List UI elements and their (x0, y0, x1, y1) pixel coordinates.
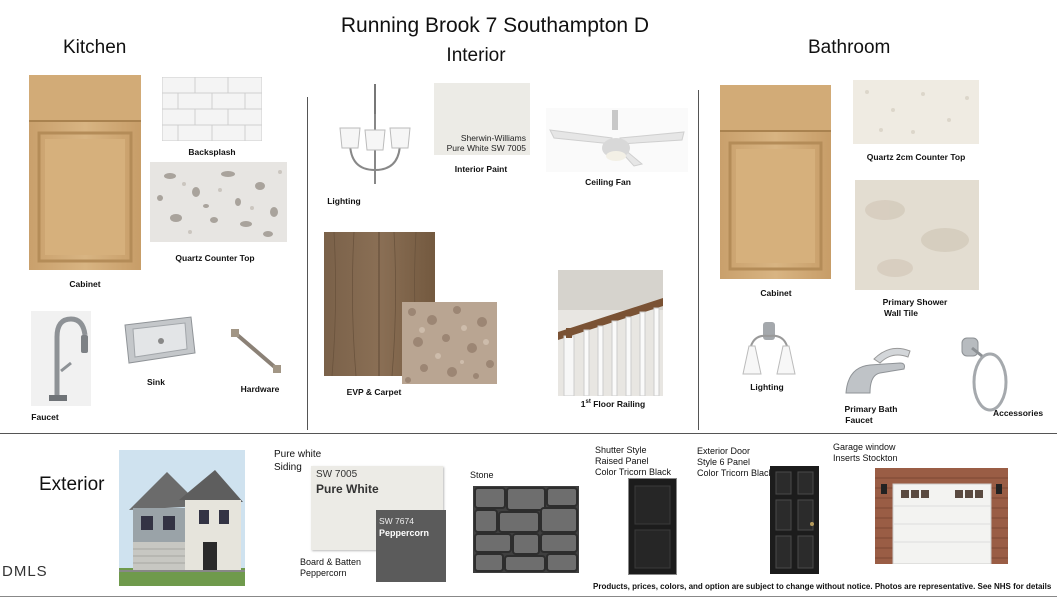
bath-tile-label-2: Wall Tile (883, 308, 918, 318)
bath-quartz-label: Quartz 2cm Counter Top (866, 152, 966, 162)
interior-lighting-label: Lighting (327, 196, 361, 206)
section-title-kitchen: Kitchen (63, 37, 127, 58)
interior-paint-name: Pure White SW 7005 (446, 143, 526, 153)
interior-railing-image (558, 270, 663, 396)
exterior-stone-label: Stone (470, 470, 494, 480)
exterior-door-label-1: Exterior Door (697, 446, 751, 456)
bath-faucet-image (840, 337, 914, 397)
bath-lighting-image (735, 320, 803, 378)
divider-left (307, 97, 308, 430)
bath-accessories-image (958, 334, 1010, 414)
bath-lighting-label: Lighting (750, 382, 784, 392)
exterior-peppercorn-code: SW 7674 (379, 516, 414, 526)
section-title-interior: Interior (446, 45, 506, 66)
bath-cabinet-label: Cabinet (760, 288, 792, 298)
bath-tile-swatch (855, 180, 979, 290)
exterior-pure-white-code: SW 7005 (316, 469, 358, 480)
interior-paint-brand: Sherwin-Williams (460, 133, 526, 143)
exterior-peppercorn-chip: SW 7674 Peppercorn (376, 510, 446, 582)
bath-quartz-swatch (853, 80, 979, 144)
interior-railing-number: 1 (580, 399, 586, 409)
exterior-garage-label-1: Garage window (833, 442, 896, 452)
page-title: Running Brook 7 Southampton D (340, 14, 650, 37)
interior-paint-swatch: Sherwin-Williams Pure White SW 7005 (434, 83, 530, 155)
bath-tile-label-1: Primary Shower (882, 297, 948, 307)
interior-floor-label: EVP & Carpet (346, 387, 402, 397)
exterior-house-image (119, 450, 245, 586)
exterior-stone-swatch (473, 486, 579, 573)
kitchen-sink-image (121, 315, 197, 367)
bath-accessories-label: Accessories (992, 408, 1044, 418)
bath-faucet-label-2: Faucet (845, 415, 873, 425)
interior-railing-text: Floor Railing (590, 399, 646, 409)
kitchen-faucet-label: Faucet (31, 412, 59, 422)
exterior-garage-image (875, 468, 1008, 564)
section-title-bathroom: Bathroom (808, 37, 891, 58)
bath-cabinet-swatch (720, 85, 831, 279)
divider-exterior (0, 433, 1057, 434)
interior-railing-ordinal: st (585, 399, 591, 406)
divider-bottom (0, 596, 1057, 597)
exterior-door-label-3: Color Tricorn Black (697, 468, 774, 478)
exterior-siding-label-1: Pure white (274, 449, 322, 460)
exterior-shutter-label-3: Color Tricorn Black (595, 467, 672, 477)
exterior-siding-label-2: Siding (274, 462, 302, 473)
exterior-garage-label-2: Inserts Stockton (833, 453, 898, 463)
divider-right (698, 90, 699, 430)
kitchen-backsplash-label: Backsplash (188, 147, 236, 157)
kitchen-cabinet-swatch (29, 75, 141, 270)
kitchen-sink-label: Sink (147, 377, 165, 387)
interior-fan-label: Ceiling Fan (585, 177, 631, 187)
exterior-door-image (770, 466, 819, 574)
bath-faucet-label-1: Primary Bath (844, 404, 898, 414)
exterior-peppercorn-name: Peppercorn (379, 528, 430, 538)
kitchen-cabinet-label: Cabinet (69, 279, 101, 289)
exterior-door-label-2: Style 6 Panel (697, 457, 751, 467)
exterior-shutter-label-2: Raised Panel (595, 456, 649, 466)
interior-railing-label: 1st Floor Railing (568, 399, 658, 409)
watermark-logo: DMLS (2, 563, 48, 580)
kitchen-hardware-image (229, 325, 285, 375)
interior-lighting-image (336, 84, 414, 192)
exterior-pure-white-name: Pure White (316, 482, 379, 496)
kitchen-faucet-image (31, 311, 91, 406)
kitchen-quartz-label: Quartz Counter Top (175, 253, 255, 263)
exterior-shutter-label-1: Shutter Style (595, 445, 647, 455)
interior-paint-label: Interior Paint (454, 164, 508, 174)
exterior-shutter-image (628, 478, 677, 575)
interior-carpet-swatch (402, 302, 497, 384)
exterior-batten-label-2: Peppercorn (300, 568, 347, 578)
kitchen-backsplash-swatch (162, 77, 262, 141)
kitchen-quartz-swatch (150, 162, 287, 242)
kitchen-hardware-label: Hardware (240, 384, 280, 394)
disclaimer-text: Products, prices, colors, and option are… (593, 582, 1052, 591)
interior-fan-image (546, 108, 688, 172)
section-title-exterior: Exterior (39, 474, 105, 495)
exterior-batten-label-1: Board & Batten (300, 557, 362, 567)
